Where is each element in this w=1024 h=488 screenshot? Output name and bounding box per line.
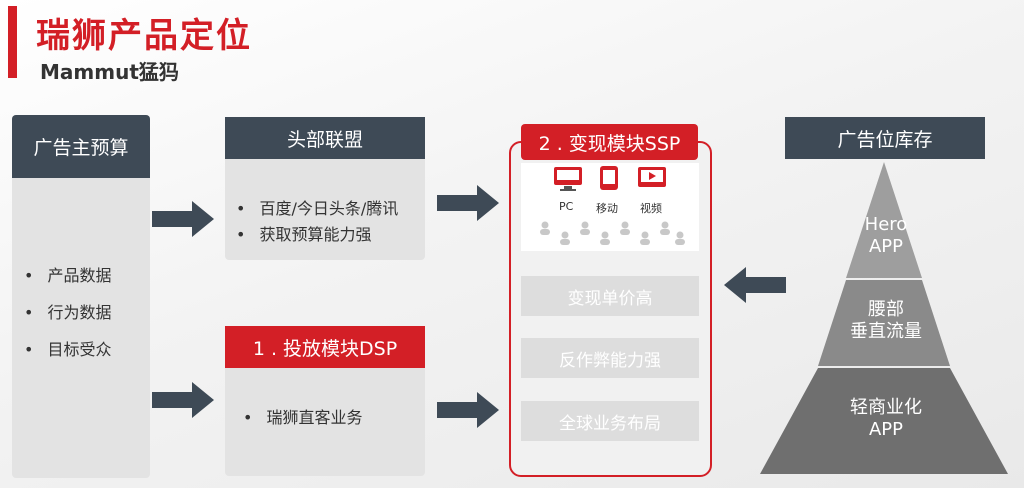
pyramid-tier-top: Hero APP: [864, 214, 908, 257]
ssp-feature-item: 反作弊能力强: [521, 338, 699, 378]
list-item: 获取预算能力强: [236, 221, 398, 245]
inventory-header: 广告位库存: [785, 117, 985, 159]
budget-header: 广告主预算: [12, 115, 150, 178]
list-item: 行为数据: [24, 299, 111, 323]
list-item: 目标受众: [24, 336, 111, 360]
dsp-list: 瑞狮直客业务: [243, 404, 362, 428]
ssp-feature-item: 全球业务布局: [521, 401, 699, 441]
arrow-right-icon: [152, 382, 214, 418]
budget-list: 产品数据 行为数据 目标受众: [24, 262, 111, 360]
arrow-right-icon: [437, 392, 499, 428]
pyramid-tier-bottom: 轻商业化 APP: [850, 397, 922, 440]
ssp-header: 2 . 变现模块SSP: [521, 124, 698, 160]
inventory-pyramid: [760, 162, 1008, 474]
arrow-left-icon: [724, 267, 786, 303]
list-item: 瑞狮直客业务: [243, 404, 362, 428]
ssp-feature-item: 变现单价高: [521, 276, 699, 316]
pc-monitor-icon: [554, 167, 582, 191]
mobile-phone-icon: [600, 166, 618, 190]
head-alliance-list: 百度/今日头条/腾讯 获取预算能力强: [236, 195, 398, 245]
arrow-right-icon: [437, 185, 499, 221]
video-player-icon: [638, 167, 666, 187]
device-label-mobile: 移动: [596, 202, 618, 215]
list-item: 百度/今日头条/腾讯: [236, 195, 398, 219]
audience-people-icon: [540, 221, 685, 245]
device-label-video: 视频: [640, 202, 662, 215]
device-label-pc: PC: [559, 200, 574, 213]
arrow-right-icon: [152, 201, 214, 237]
page-subtitle: Mammut猛犸: [40, 60, 179, 84]
pyramid-tier-middle: 腰部 垂直流量: [850, 299, 922, 342]
list-item: 产品数据: [24, 262, 111, 286]
page-title: 瑞狮产品定位: [36, 16, 252, 56]
title-accent-bar: [8, 6, 17, 78]
dsp-header: 1 . 投放模块DSP: [225, 326, 425, 368]
head-alliance-header: 头部联盟: [225, 117, 425, 159]
